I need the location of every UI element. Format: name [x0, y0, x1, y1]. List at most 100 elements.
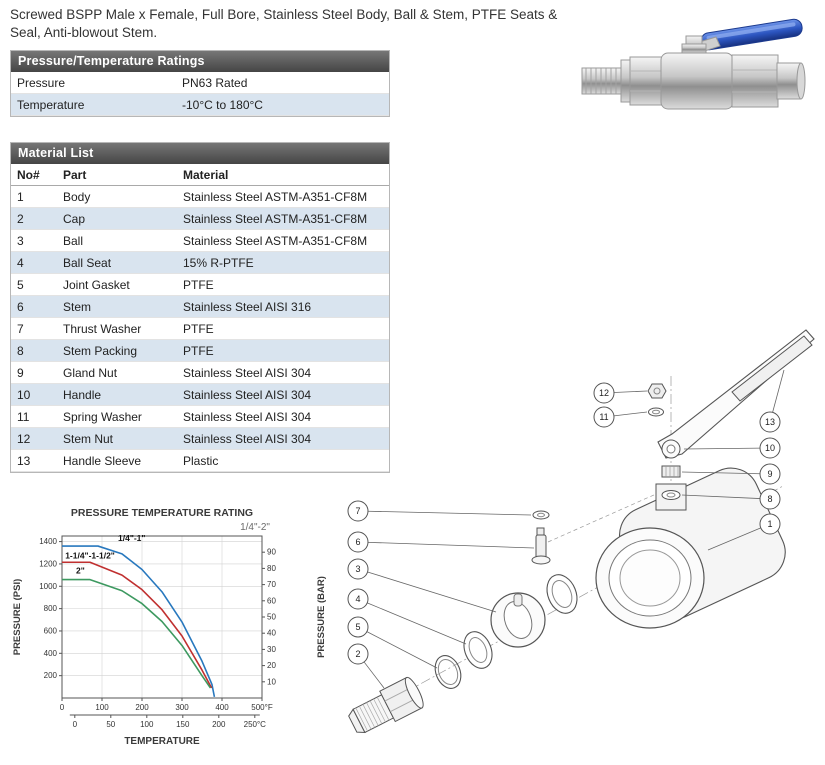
callout-leader: [367, 571, 497, 613]
cell-no: 5: [11, 273, 57, 296]
material-list-title: Material List: [11, 143, 389, 164]
cell-no: 10: [11, 383, 57, 406]
handle-highlight: [706, 22, 796, 40]
callout-leader: [681, 471, 761, 475]
callout-leader: [772, 369, 785, 413]
gasket-inner: [437, 658, 459, 686]
callout-leader: [681, 494, 761, 499]
spring-washer-outer: [648, 407, 664, 417]
pt-table-title: Pressure/Temperature Ratings: [11, 51, 389, 72]
cell-part: Ball Seat: [57, 251, 177, 274]
cap-thread-line: [359, 705, 372, 730]
hex-right: [731, 54, 779, 108]
series-label: 1/4"-1": [118, 533, 145, 543]
ball-slot: [513, 593, 523, 607]
callout-leader: [366, 631, 438, 669]
body-face-inner: [619, 549, 681, 607]
cell-part: Joint Gasket: [57, 273, 177, 296]
cell-no: 13: [11, 449, 57, 472]
callout-leader: [707, 527, 761, 551]
hex-left: [629, 56, 663, 106]
tick-label-bar: 30: [267, 645, 276, 654]
cell-part: Thrust Washer: [57, 317, 177, 340]
spring-washer-inner: [652, 409, 660, 415]
xlabel: TEMPERATURE: [124, 736, 200, 747]
thrust-washer-outer: [532, 510, 550, 520]
seat-outer: [463, 631, 493, 669]
cell-part: Stem Packing: [57, 339, 177, 362]
tick-label-c: 150: [176, 720, 190, 729]
seat2-outer: [546, 574, 578, 614]
gasket-outer: [434, 655, 462, 689]
pt-row-value: -10°C to 180°C: [176, 93, 389, 116]
handle-pivot-hole: [666, 444, 676, 454]
callout-balloon: [347, 616, 369, 638]
pt-row-value: PN63 Rated: [176, 72, 389, 94]
cap-thread-line: [355, 707, 368, 732]
cell-part: Gland Nut: [57, 361, 177, 384]
cell-part: Stem: [57, 295, 177, 318]
pt-row-label: Temperature: [11, 93, 176, 116]
tick-label-psi: 200: [44, 671, 58, 680]
tick-label-bar: 50: [267, 613, 276, 622]
cell-material: Stainless Steel ASTM-A351-CF8M: [177, 229, 389, 252]
center-body: [660, 52, 734, 110]
stem-shaft: [535, 534, 547, 560]
stem-packing-outer: [661, 490, 681, 500]
tick-label-psi: 600: [44, 626, 58, 635]
tick-label-f: 300: [175, 703, 189, 712]
col-header-part: Part: [57, 164, 177, 186]
end-face: [796, 62, 806, 100]
series-line-3: [62, 578, 212, 689]
cell-no: 11: [11, 405, 57, 428]
cell-part: Body: [57, 185, 177, 208]
cell-material: PTFE: [177, 317, 389, 340]
tick-label-f: 500°F: [251, 703, 273, 712]
tick-label-bar: 40: [267, 629, 276, 638]
valve-photo-illustration: [581, 18, 806, 110]
callout-leader: [367, 602, 467, 645]
col-header-no: No#: [11, 164, 57, 186]
cell-material: Plastic: [177, 449, 389, 472]
cell-no: 7: [11, 317, 57, 340]
callout-number: 2: [355, 649, 360, 659]
cell-material: Stainless Steel ASTM-A351-CF8M: [177, 185, 389, 208]
cap-thread-line: [366, 702, 379, 726]
cap-thread-line: [369, 700, 383, 724]
cell-no: 8: [11, 339, 57, 362]
callout-number: 12: [599, 388, 609, 398]
ball-bore: [503, 601, 533, 639]
callout-balloon: [759, 488, 781, 510]
callout-number: 3: [355, 564, 360, 574]
valve-photo: [578, 2, 818, 147]
col-header-material: Material: [177, 164, 389, 186]
callout-balloon: [759, 437, 781, 459]
cell-no: 12: [11, 427, 57, 450]
thread-lines: [585, 68, 617, 94]
chart-title: PRESSURE TEMPERATURE RATING: [71, 507, 253, 519]
ylabel-bar: PRESSURE (BAR): [316, 576, 327, 658]
tick-label-bar: 20: [267, 661, 276, 670]
callout-number: 5: [355, 622, 360, 632]
tick-label-bar: 90: [267, 548, 276, 557]
cell-part: Handle Sleeve: [57, 449, 177, 472]
cap-thread-line: [376, 696, 390, 721]
tick-label-c: 50: [106, 720, 115, 729]
series-label: 1-1/4"-1-1/2": [65, 550, 115, 560]
callout-balloon: [347, 588, 369, 610]
stem-nut: [647, 383, 667, 399]
cell-no: 1: [11, 185, 57, 208]
tick-label-psi: 1000: [39, 582, 57, 591]
tick-label-psi: 1400: [39, 537, 57, 546]
tick-label-bar: 70: [267, 580, 276, 589]
